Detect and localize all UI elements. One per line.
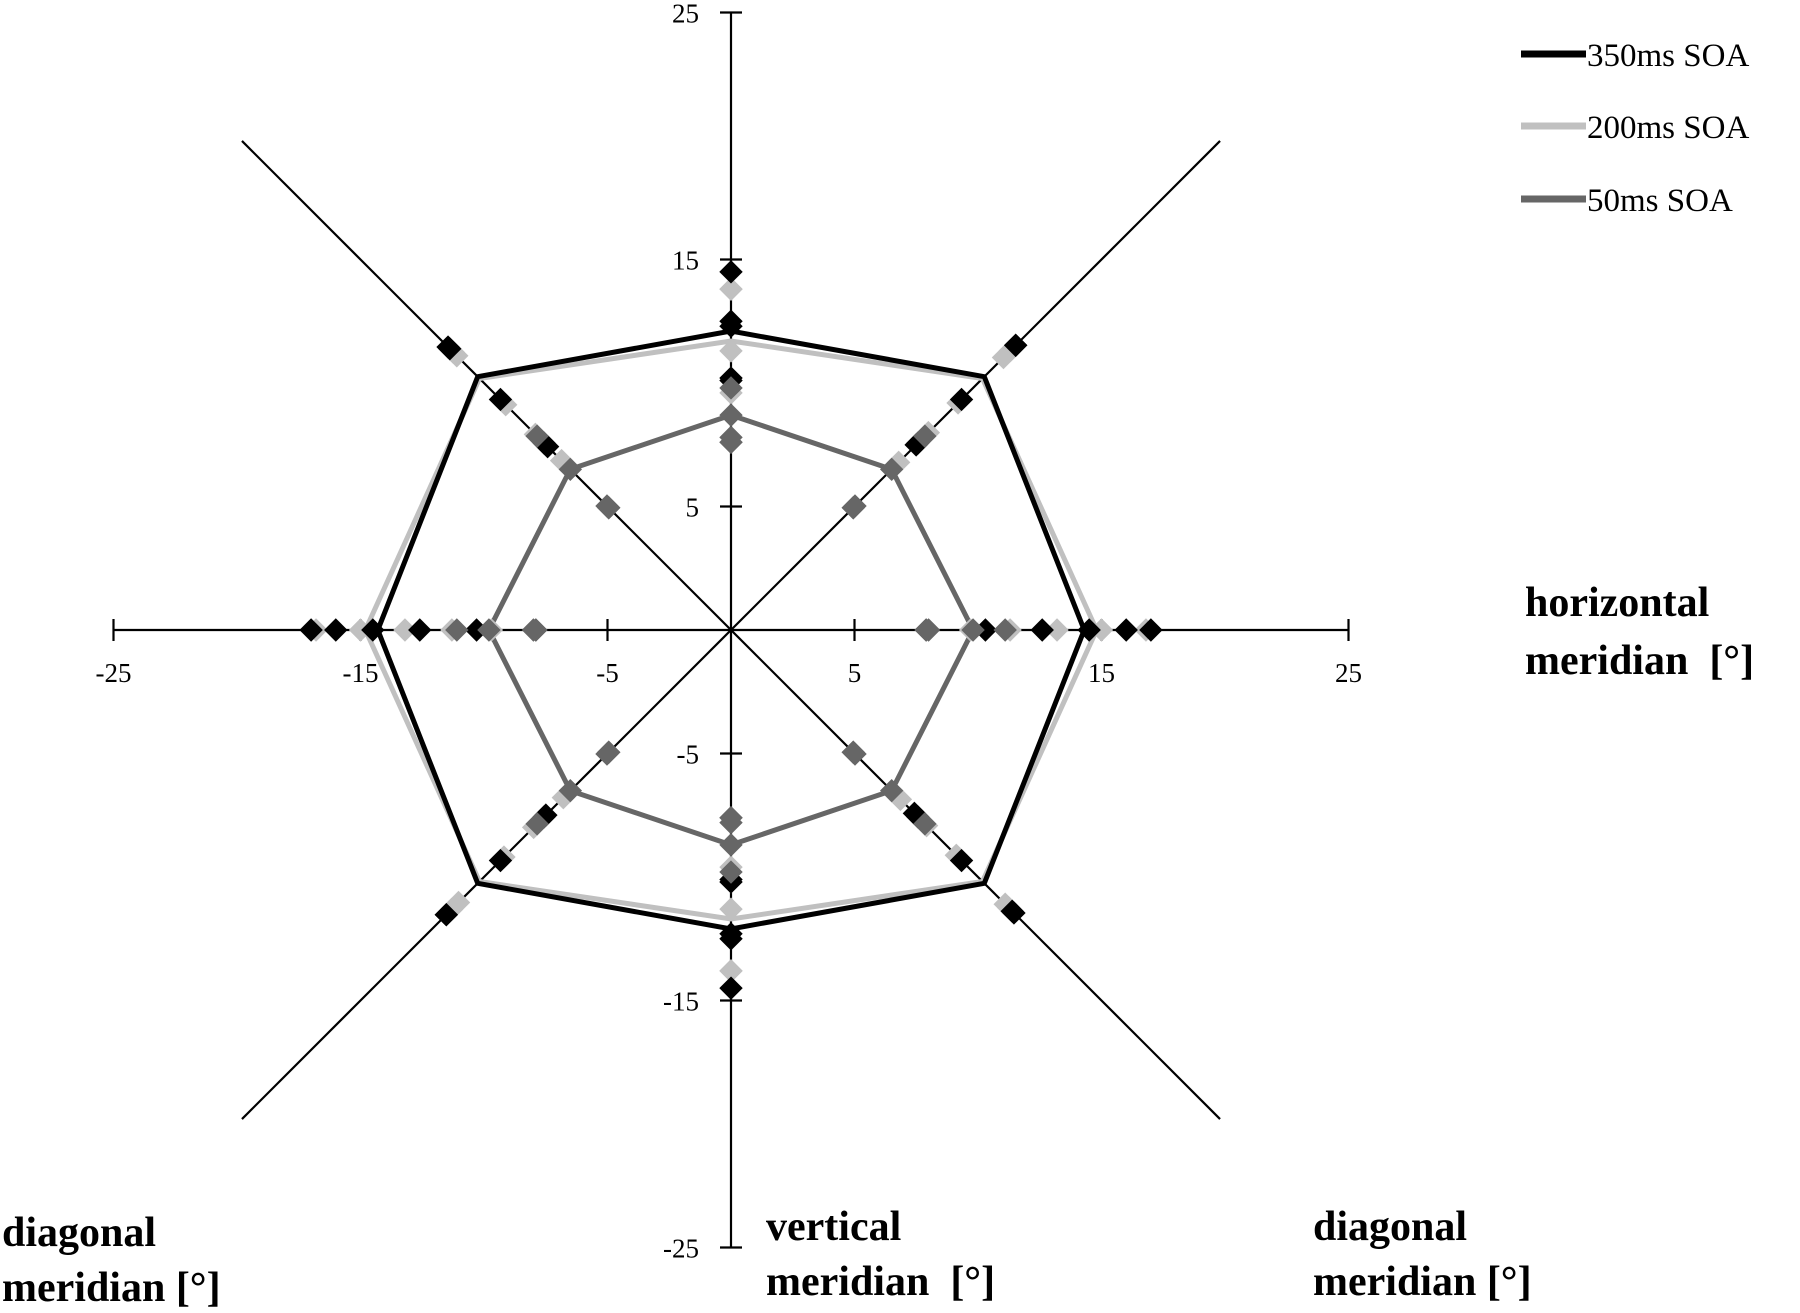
diagonal-axis-line-45 [730, 140, 1221, 631]
data-point-200ms-SOA [719, 277, 743, 301]
data-point-50ms-SOA [525, 424, 549, 448]
labels-layer: horizontal meridian [°] vertical meridia… [2, 580, 1754, 1311]
horizontal-tick-label: 25 [1335, 658, 1362, 688]
data-point-350ms-SOA [719, 976, 743, 1000]
vertical-axis-title-line1: vertical [766, 1204, 901, 1250]
data-point-50ms-SOA [719, 403, 743, 427]
vertical-tick-label: 15 [672, 246, 699, 276]
data-point-350ms-SOA [1114, 618, 1138, 642]
data-point-350ms-SOA [434, 902, 459, 927]
diagonal-right-axis-title-line1: diagonal [1313, 1204, 1467, 1250]
data-point-50ms-SOA [879, 778, 904, 803]
data-point-50ms-SOA [525, 812, 549, 836]
data-point-350ms-SOA [361, 618, 385, 642]
data-point-200ms-SOA [719, 897, 743, 921]
data-point-50ms-SOA [914, 618, 938, 642]
data-point-50ms-SOA [913, 424, 937, 448]
vertical-tick-label: -15 [663, 987, 699, 1017]
vertical-tick-label: -5 [677, 740, 700, 770]
data-point-50ms-SOA [558, 457, 583, 482]
diagonal-right-axis-title-line2: meridian [°] [1313, 1259, 1532, 1305]
data-point-50ms-SOA [719, 376, 743, 400]
data-point-350ms-SOA [949, 387, 974, 412]
data-point-50ms-SOA [719, 860, 743, 884]
data-point-50ms-SOA [597, 740, 621, 764]
data-point-50ms-SOA [477, 618, 501, 642]
legend: 350ms SOA 200ms SOA 50ms SOA [1521, 38, 1749, 219]
data-point-350ms-SOA [324, 618, 348, 642]
horizontal-tick-label: -15 [343, 658, 379, 688]
data-point-50ms-SOA [841, 496, 865, 520]
data-point-50ms-SOA [524, 618, 548, 642]
data-point-350ms-SOA [408, 618, 432, 642]
diagonal-axis-line-225 [241, 629, 732, 1120]
data-point-350ms-SOA [1030, 618, 1054, 642]
diagonal-axis-line-135 [241, 140, 732, 631]
data-point-350ms-SOA [719, 927, 743, 951]
vertical-tick-label: 25 [672, 0, 699, 29]
data-point-50ms-SOA [961, 618, 985, 642]
diagonal-left-axis-title-line1: diagonal [2, 1210, 156, 1256]
data-point-50ms-SOA [913, 812, 937, 836]
data-point-350ms-SOA [949, 848, 974, 873]
legend-label-350ms: 350ms SOA [1587, 38, 1749, 74]
data-point-350ms-SOA [719, 260, 743, 284]
data-point-50ms-SOA [841, 740, 865, 764]
series-layer [299, 260, 1163, 1000]
vertical-axis-title-line2: meridian [°] [766, 1259, 995, 1305]
data-point-350ms-SOA [1077, 618, 1101, 642]
data-point-350ms-SOA [719, 309, 743, 333]
axes-layer: -25 -15 -5 5 15 25 -25 -15 -5 5 15 25 [96, 0, 1363, 1264]
horizontal-tick-label: -25 [96, 658, 132, 688]
legend-label-200ms: 200ms SOA [1587, 110, 1749, 146]
data-point-50ms-SOA [445, 618, 469, 642]
data-point-350ms-SOA [488, 848, 513, 873]
vertical-tick-label: -25 [663, 1234, 699, 1264]
data-point-50ms-SOA [719, 430, 743, 454]
data-point-350ms-SOA [1139, 618, 1163, 642]
horizontal-axis-title-line2: meridian [°] [1525, 638, 1754, 684]
diagonal-axis-line-315 [730, 629, 1221, 1120]
data-point-50ms-SOA [719, 806, 743, 830]
data-point-350ms-SOA [1000, 899, 1024, 923]
data-point-350ms-SOA [299, 618, 323, 642]
diagonal-left-axis-title-line2: meridian [°] [2, 1265, 221, 1311]
data-point-350ms-SOA [1003, 333, 1028, 358]
data-point-350ms-SOA [488, 387, 513, 412]
horizontal-tick-label: 5 [848, 658, 862, 688]
data-point-50ms-SOA [558, 778, 583, 803]
data-point-350ms-SOA [438, 337, 462, 361]
horizontal-tick-label: 15 [1088, 658, 1115, 688]
data-point-50ms-SOA [719, 833, 743, 857]
data-point-200ms-SOA [719, 339, 743, 363]
vertical-tick-label: 5 [686, 493, 700, 523]
horizontal-axis-title-line1: horizontal [1525, 580, 1709, 626]
data-point-50ms-SOA [993, 618, 1017, 642]
data-point-50ms-SOA [597, 496, 621, 520]
horizontal-tick-label: -5 [596, 658, 619, 688]
data-point-50ms-SOA [879, 457, 904, 482]
legend-label-50ms: 50ms SOA [1587, 183, 1733, 219]
